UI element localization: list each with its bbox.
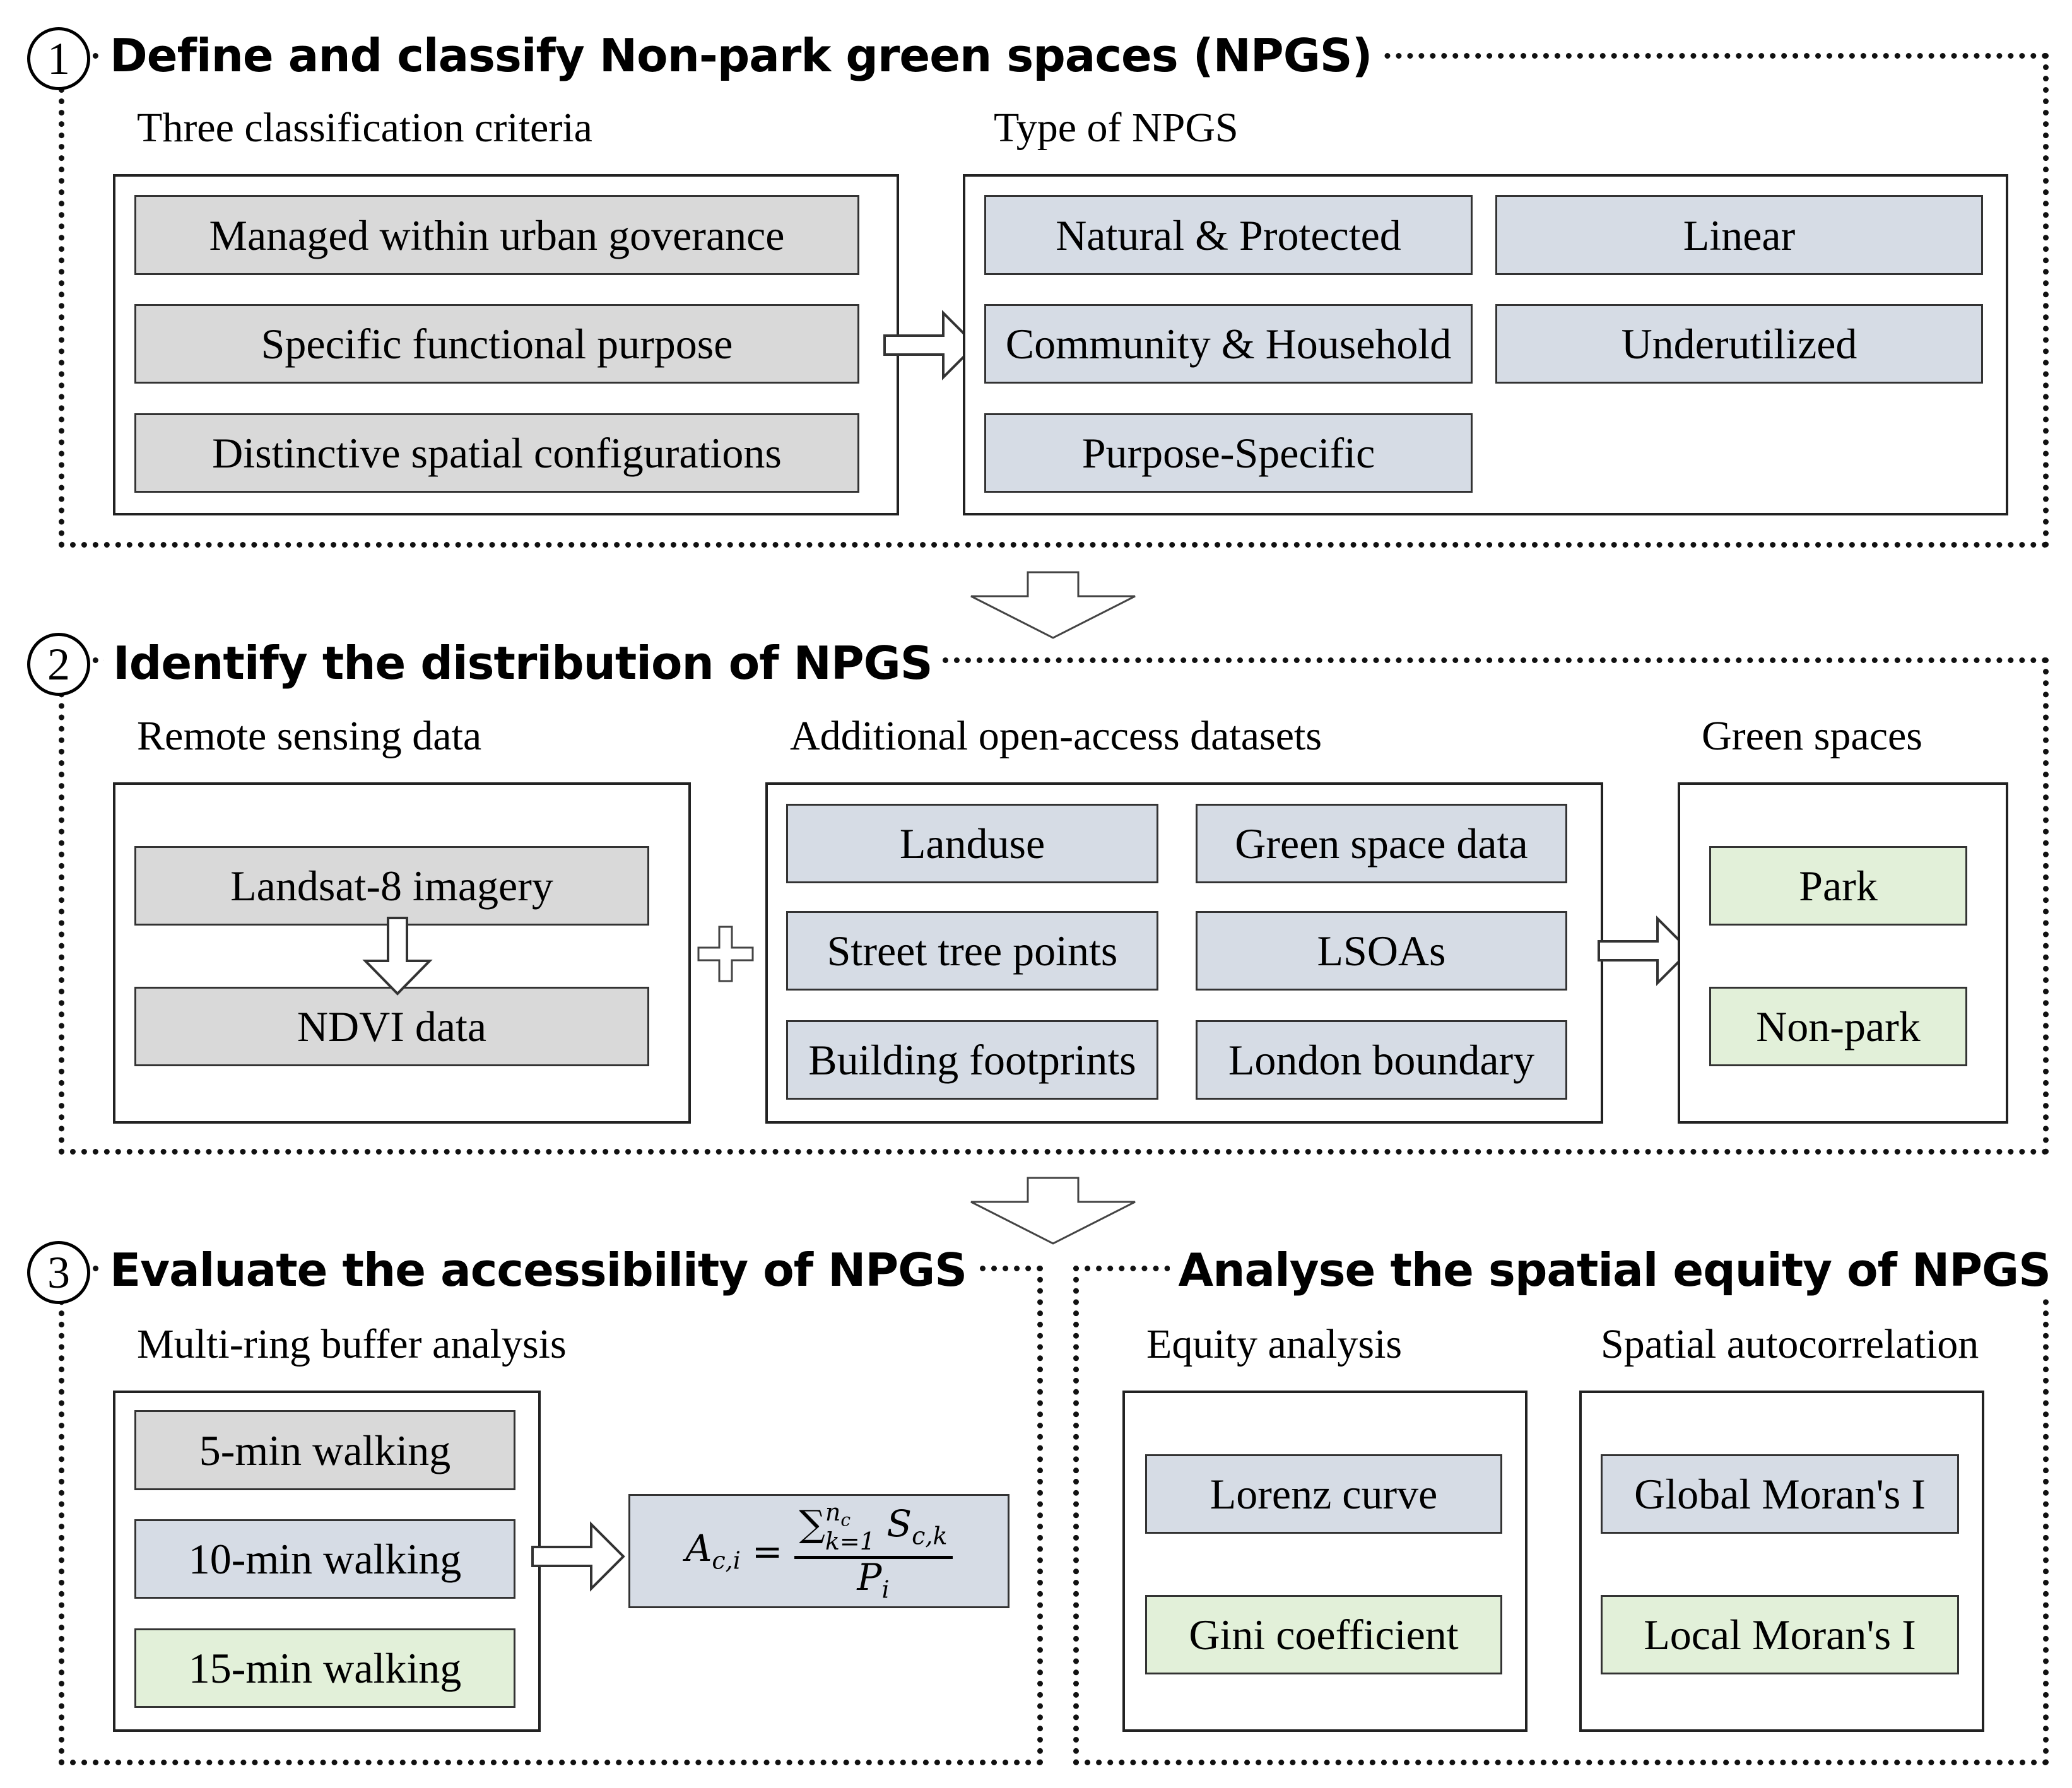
non-park-item: Non-park <box>1709 987 1967 1066</box>
section3-title: Evaluate the accessibility of NPGS <box>101 1243 976 1298</box>
section1-title: Define and classify Non-park green space… <box>101 28 1381 83</box>
remote-label: Remote sensing data <box>137 713 482 759</box>
dataset-item: Street tree points <box>786 911 1158 991</box>
npgs-type: Natural & Protected <box>984 195 1473 275</box>
section2-title: Identify the distribution of NPGS <box>104 636 941 691</box>
down-arrow-icon <box>970 571 1136 639</box>
dataset-item: LSOAs <box>1196 911 1567 991</box>
landsat-item: Landsat-8 imagery <box>134 846 649 926</box>
dataset-item: London boundary <box>1196 1020 1567 1100</box>
npgs-type: Purpose-Specific <box>984 413 1473 493</box>
right-arrow-icon <box>531 1521 625 1592</box>
npgs-type: Underutilized <box>1495 304 1983 384</box>
buffer-item: 10-min walking <box>134 1519 515 1599</box>
npgs-type: Community & Household <box>984 304 1473 384</box>
step-number-1: 1 <box>27 27 90 90</box>
green-box <box>1678 782 2008 1124</box>
down-arrow-icon <box>362 917 433 996</box>
dataset-item: Green space data <box>1196 804 1567 883</box>
global-moran-item: Global Moran's I <box>1601 1454 1959 1534</box>
datasets-label: Additional open-access datasets <box>790 713 1322 759</box>
equity-label: Equity analysis <box>1146 1321 1403 1367</box>
criterion: Managed within urban goverance <box>134 195 859 275</box>
criteria-label: Three classification criteria <box>137 105 592 151</box>
dataset-item: Building footprints <box>786 1020 1158 1100</box>
local-moran-item: Local Moran's I <box>1601 1595 1959 1674</box>
buffer-item: 5-min walking <box>134 1410 515 1490</box>
dataset-item: Landuse <box>786 804 1158 883</box>
npgs-type: Linear <box>1495 195 1983 275</box>
section2-frame <box>59 657 2049 1155</box>
gini-item: Gini coefficient <box>1145 1595 1502 1674</box>
types-label: Type of NPGS <box>994 105 1239 151</box>
equity-box <box>1122 1391 1528 1732</box>
formula-eq: = <box>751 1529 783 1573</box>
green-label: Green spaces <box>1702 713 1922 759</box>
spatial-label: Spatial autocorrelation <box>1601 1321 1979 1367</box>
park-item: Park <box>1709 846 1967 926</box>
buffer-label: Multi-ring buffer analysis <box>137 1321 567 1367</box>
right-arrow-icon <box>1598 915 1692 986</box>
section4-title: Analyse the spatial equity of NPGS <box>1169 1243 2059 1298</box>
down-arrow-icon <box>970 1177 1136 1245</box>
criterion: Specific functional purpose <box>134 304 859 384</box>
formula-lhs: Ac,i <box>685 1526 741 1575</box>
buffer-item: 15-min walking <box>134 1628 515 1708</box>
step-number-2: 2 <box>27 633 90 696</box>
plus-icon <box>697 926 754 982</box>
step-number-3: 3 <box>27 1241 90 1304</box>
lorenz-item: Lorenz curve <box>1145 1454 1502 1534</box>
right-arrow-icon <box>883 310 977 380</box>
spatial-box <box>1579 1391 1984 1732</box>
ndvi-item: NDVI data <box>134 987 649 1066</box>
criterion: Distinctive spatial configurations <box>134 413 859 493</box>
